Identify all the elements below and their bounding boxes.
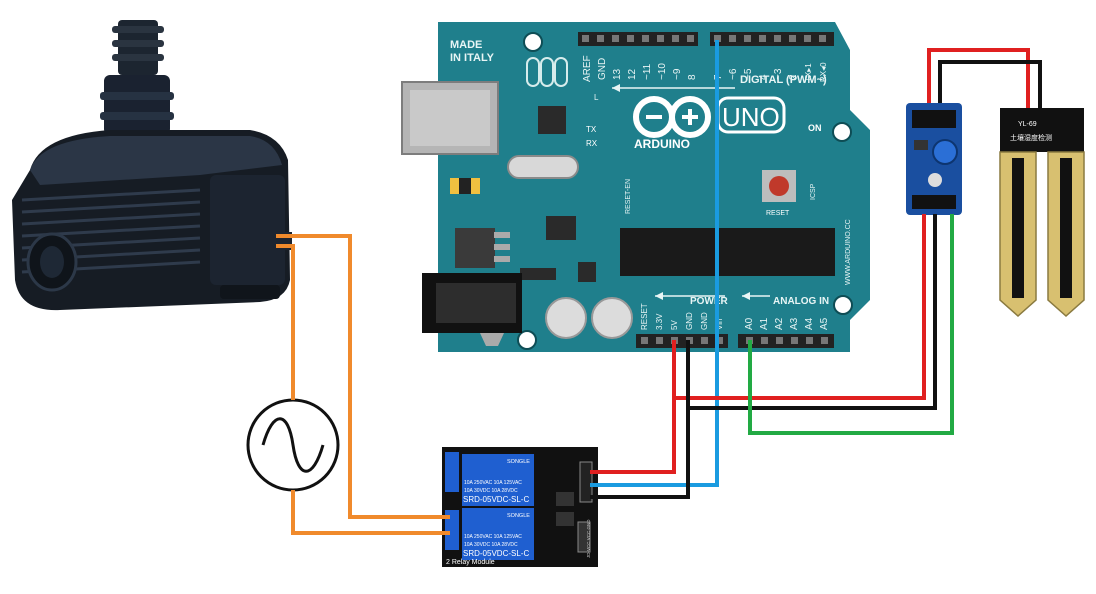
digital-header-right <box>710 32 834 46</box>
wire-orange-pump-relay <box>276 234 450 519</box>
wire-red-5v-relay <box>590 340 676 474</box>
website-label: WWW.ARDUINO.CC <box>845 219 852 285</box>
analog-label: ANALOG IN <box>773 296 829 307</box>
pin-gnd-top: GND <box>597 58 608 80</box>
soil-probe-icon: YL-69 土壤湿度检测 <box>999 108 1085 318</box>
pin-gnd2: GND <box>700 312 709 330</box>
probe-cn-label: 土壤湿度检测 <box>1010 133 1052 142</box>
relay2-rating2: 10A 30VDC 10A 28VDC <box>464 542 518 548</box>
pin-d10: ~10 <box>657 63 668 80</box>
pin-a1: A1 <box>759 317 770 330</box>
pin-5v: 5V <box>670 320 679 330</box>
on-label: ON <box>808 123 822 133</box>
pin-a4: A4 <box>804 317 815 330</box>
wire-orange-pump-source <box>276 244 295 400</box>
arduino-brand: ARDUINO <box>634 137 690 151</box>
arduino-uno-board: MADE IN ITALY AREF GND 13 12 ~11 ~10 <box>401 22 870 352</box>
digital-label: DIGITAL (PWM~) <box>740 74 827 86</box>
relay1-rating2: 10A 30VDC 10A 28VDC <box>464 488 518 494</box>
pin-3v3: 3.3V <box>655 313 664 330</box>
pin-reset: RESET <box>640 303 649 330</box>
reset-en-label: RESET-EN <box>625 179 632 214</box>
relay-2 <box>462 508 534 560</box>
water-pump-icon <box>12 20 292 311</box>
pin-d8: 8 <box>687 74 698 80</box>
italy-label: IN ITALY <box>450 52 495 64</box>
pin-d4: 4 <box>758 74 769 80</box>
relay1-brand: SONGLE <box>507 459 530 465</box>
wire-black-probe <box>938 60 1042 108</box>
relay-1 <box>462 454 534 506</box>
relay2-model: SRD-05VDC-SL-C <box>463 549 529 558</box>
pin-rx0: RX◂0 <box>819 62 828 82</box>
pin-d11: ~11 <box>642 63 653 80</box>
relay2-brand: SONGLE <box>507 513 530 519</box>
wire-orange-source-relay <box>291 490 450 535</box>
pin-a5: A5 <box>819 317 830 330</box>
pin-d5: ~5 <box>743 68 754 80</box>
relay1-rating1: 10A 250VAC 10A 125VAC <box>464 480 522 486</box>
pin-d6: ~6 <box>728 68 739 80</box>
relay-side-label: JD-VCC VCC GND <box>586 519 591 558</box>
power-label: POWER <box>690 296 729 307</box>
icsp-label: ICSP <box>810 183 817 200</box>
pin-d12: 12 <box>627 68 638 80</box>
wire-green-a0 <box>748 214 954 435</box>
pin-a2: A2 <box>774 317 785 330</box>
power-header <box>636 334 728 348</box>
pin-d3: ~3 <box>773 68 784 80</box>
pin-a0: A0 <box>744 317 755 330</box>
digital-header-left <box>578 32 698 46</box>
pin-d9: ~9 <box>672 68 683 80</box>
pin-tx1: TX▸1 <box>804 63 813 82</box>
atmega-chip <box>620 228 835 276</box>
ac-source-icon <box>246 398 340 492</box>
arduino-logo-icon <box>633 96 711 138</box>
pin-d2: 2 <box>788 74 799 80</box>
wire-black-gnd-sensor <box>688 214 937 410</box>
relay-module-label: 2 Relay Module <box>446 559 495 566</box>
tx-led-label: TX <box>586 125 597 134</box>
relay2-rating1: 10A 250VAC 10A 125VAC <box>464 534 522 540</box>
pin-gnd1: GND <box>685 312 694 330</box>
wire-red-5v-sensor <box>674 214 926 400</box>
pin-aref: AREF <box>582 55 593 82</box>
relay-module: SONGLE 10A 250VAC 10A 125VAC 10A 30VDC 1… <box>442 447 598 567</box>
pin-vin: Vin <box>715 319 724 330</box>
l-led-label: L <box>594 93 599 102</box>
pin-a3: A3 <box>789 317 800 330</box>
uno-label: UNO <box>722 102 780 132</box>
wire-black-gnd-relay <box>590 340 690 499</box>
soil-sensor-module <box>906 103 962 215</box>
reset-label: RESET <box>766 210 790 217</box>
reset-button-cap[interactable] <box>769 176 789 196</box>
made-label: MADE <box>450 39 482 51</box>
pin-d13: 13 <box>612 68 623 80</box>
probe-label: YL-69 <box>1018 121 1037 128</box>
rx-led-label: RX <box>586 139 598 148</box>
wire-blue-signal <box>590 40 719 487</box>
relay1-model: SRD-05VDC-SL-C <box>463 495 529 504</box>
wire-red-probe <box>927 48 1030 108</box>
